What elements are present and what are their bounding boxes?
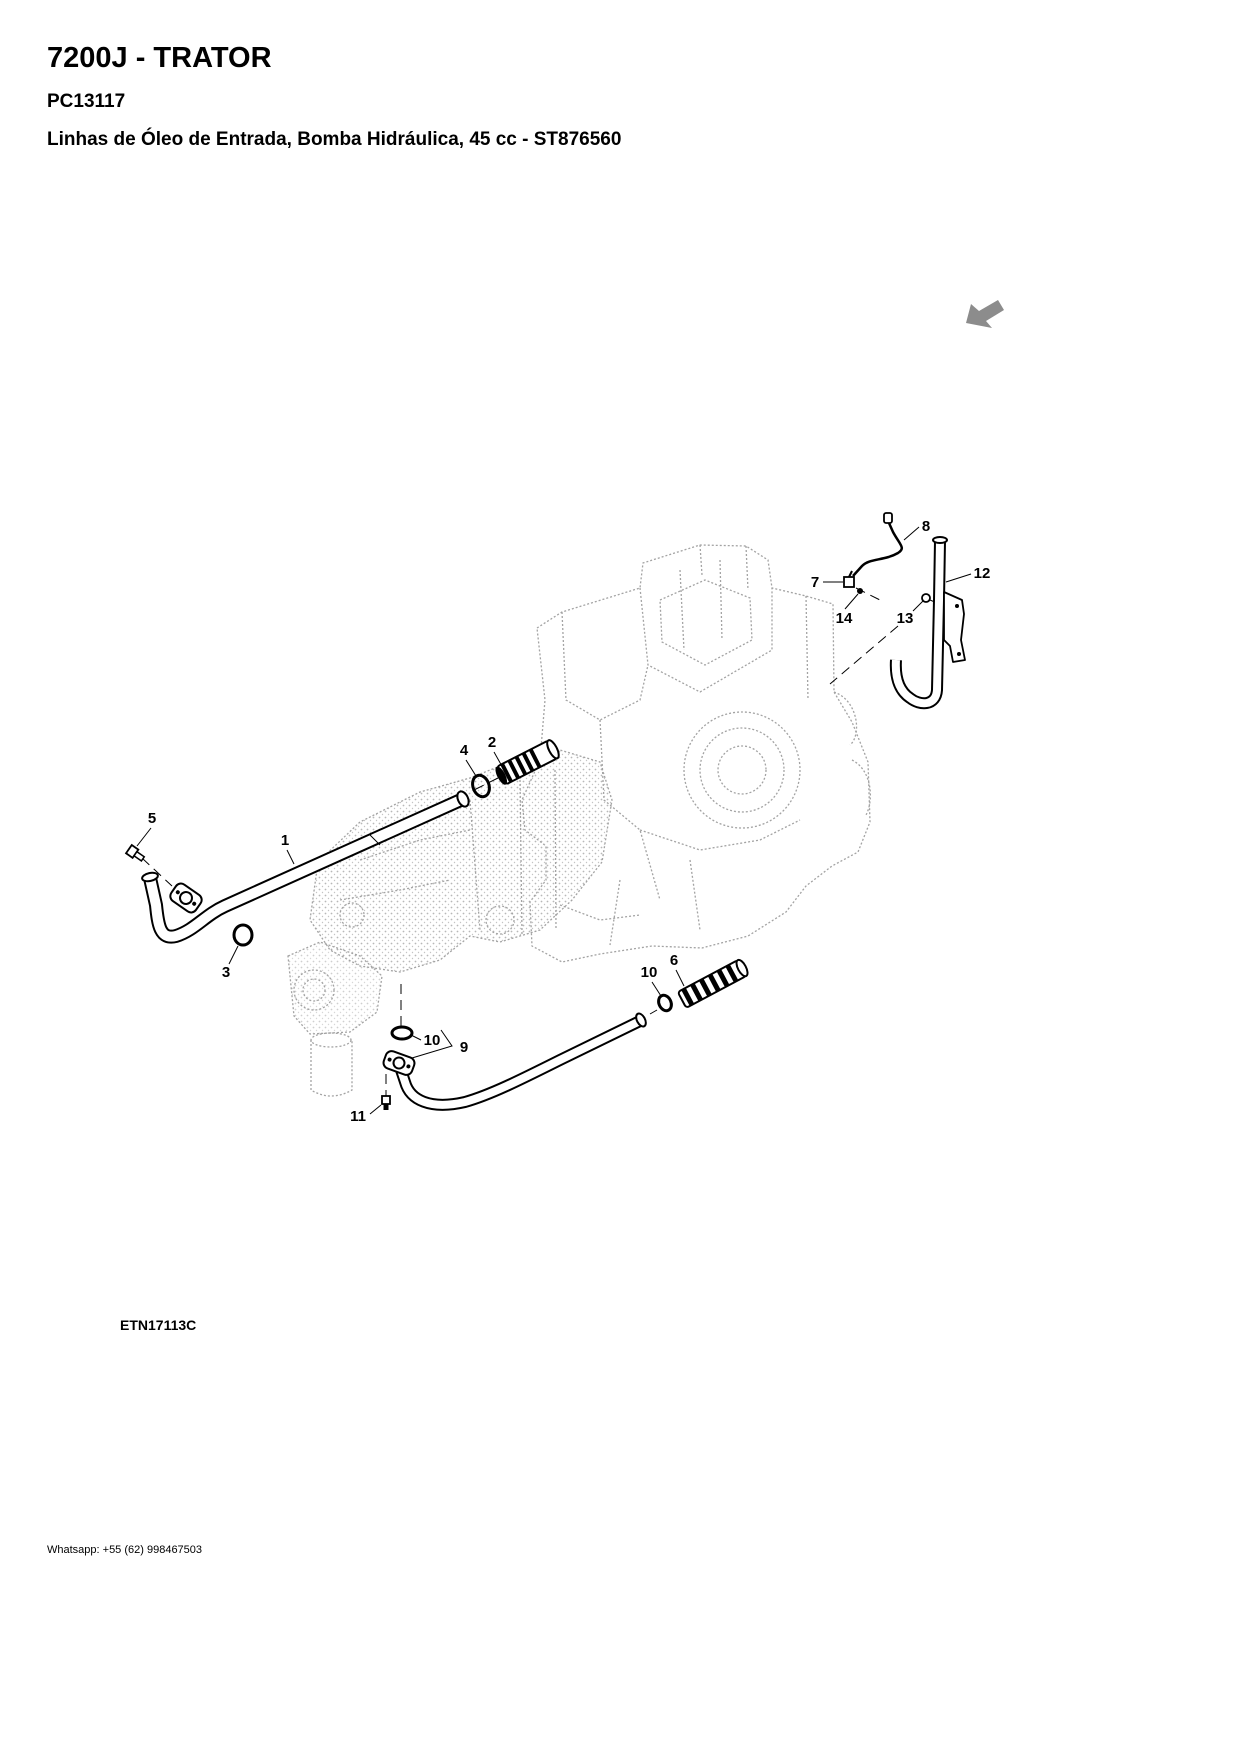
housing-side-outline <box>561 611 661 901</box>
flywheel-outer <box>683 711 801 829</box>
part-6-strainer <box>677 958 749 1008</box>
tube-12-body <box>891 540 944 708</box>
guide-line-part-6 <box>649 1009 658 1015</box>
leader-line-8 <box>903 526 920 541</box>
part-12-tube <box>889 536 966 710</box>
upper-block-outline <box>659 579 753 666</box>
callout-14: 14 <box>836 610 853 627</box>
upper-tower-outline <box>639 587 773 693</box>
leader-line-9 <box>411 1029 453 1059</box>
callout-10-lower: 10 <box>424 1032 441 1049</box>
leader-line-2 <box>493 751 504 769</box>
tube-9-open-end <box>635 1012 647 1028</box>
flywheel-middle <box>699 727 785 813</box>
part-3-o-ring <box>232 923 254 947</box>
lower-housing-detail <box>559 819 801 946</box>
callout-10-upper: 10 <box>641 964 658 981</box>
tube-1-flange <box>169 882 203 914</box>
callout-9: 9 <box>460 1039 468 1056</box>
tube-12-bracket <box>943 591 966 663</box>
part-14-nut <box>857 588 863 594</box>
gearbox-boss-2 <box>339 902 365 928</box>
part-5-bolt <box>124 843 146 862</box>
leader-line-3 <box>228 945 239 965</box>
flywheel-inner <box>717 745 767 795</box>
part-10-o-ring-upper <box>657 993 673 1013</box>
part-1-suction-tube <box>141 790 470 944</box>
leader-line-14 <box>844 593 859 610</box>
filter-canister-top <box>310 1032 352 1048</box>
callout-5: 5 <box>148 810 156 827</box>
section-description: Linhas de Óleo de Entrada, Bomba Hidrául… <box>47 129 622 150</box>
part-11-bolt <box>381 1095 391 1110</box>
leader-line-10-lower <box>410 1034 422 1041</box>
leader-line-11 <box>369 1104 382 1115</box>
figure-code: ETN17113C <box>120 1317 196 1333</box>
part-2-strainer <box>495 739 560 785</box>
part-13-nut <box>921 593 931 603</box>
callout-7: 7 <box>811 574 819 591</box>
callout-8: 8 <box>922 518 930 535</box>
filter-canister-body <box>310 1040 353 1097</box>
leader-line-10-upper <box>651 981 662 997</box>
callout-13: 13 <box>897 610 914 627</box>
tube-1-lower-end <box>141 871 159 883</box>
callout-3: 3 <box>222 964 230 981</box>
gearbox-boss-1 <box>485 905 515 935</box>
page-title: 7200J - TRATOR <box>47 42 272 74</box>
callout-6: 6 <box>670 952 678 969</box>
tube-9-body <box>397 1017 642 1109</box>
part-9-tube <box>382 1012 647 1111</box>
part-10-o-ring-lower <box>390 1025 414 1041</box>
transmission-housing-background <box>287 544 872 1097</box>
hydraulic-pump-outline <box>287 941 383 1035</box>
upper-block-detail <box>679 544 749 651</box>
part-8-wire-harness <box>852 512 904 577</box>
pump-port-outer <box>293 969 335 1011</box>
rear-housing-outline <box>521 544 871 963</box>
callout-labels: 8 7 12 14 13 4 2 5 1 3 10 6 10 9 11 <box>148 518 991 1125</box>
footer-contact: Whatsapp: +55 (62) 998467503 <box>47 1544 203 1556</box>
part-4-o-ring <box>471 773 491 799</box>
tube-1-body <box>145 794 466 942</box>
catalog-code: PC13117 <box>47 91 126 112</box>
housing-right-flange <box>805 595 872 816</box>
guide-line-part-5 <box>141 857 173 887</box>
callout-11: 11 <box>350 1108 366 1125</box>
tube-9-flange <box>382 1050 416 1076</box>
callout-12: 12 <box>974 565 991 582</box>
leader-line-1 <box>286 849 295 865</box>
part-7-sensor <box>843 570 855 588</box>
pump-port-inner <box>302 978 326 1002</box>
gearbox-outline <box>309 749 613 973</box>
arrow-down-left-icon <box>966 300 1004 328</box>
bracket-hole-upper <box>955 604 959 608</box>
bracket-hole-lower <box>957 652 961 656</box>
gearbox-detail <box>339 769 557 936</box>
callout-4: 4 <box>460 742 469 759</box>
tube-1-weld-line <box>369 834 381 846</box>
callout-2: 2 <box>488 734 496 751</box>
assembly-guide-lines <box>141 587 945 1096</box>
guide-line-part-12 <box>829 625 899 685</box>
leader-line-5 <box>136 827 152 847</box>
guide-line-part-2 <box>469 777 499 793</box>
leader-line-13 <box>912 600 924 612</box>
leader-lines <box>136 526 972 1115</box>
leader-line-4 <box>465 759 477 777</box>
tube-12-open-end <box>932 536 948 544</box>
leader-line-12 <box>945 573 972 583</box>
tube-1-open-end <box>456 790 470 808</box>
callout-1: 1 <box>281 832 289 849</box>
leader-line-6 <box>675 969 685 987</box>
